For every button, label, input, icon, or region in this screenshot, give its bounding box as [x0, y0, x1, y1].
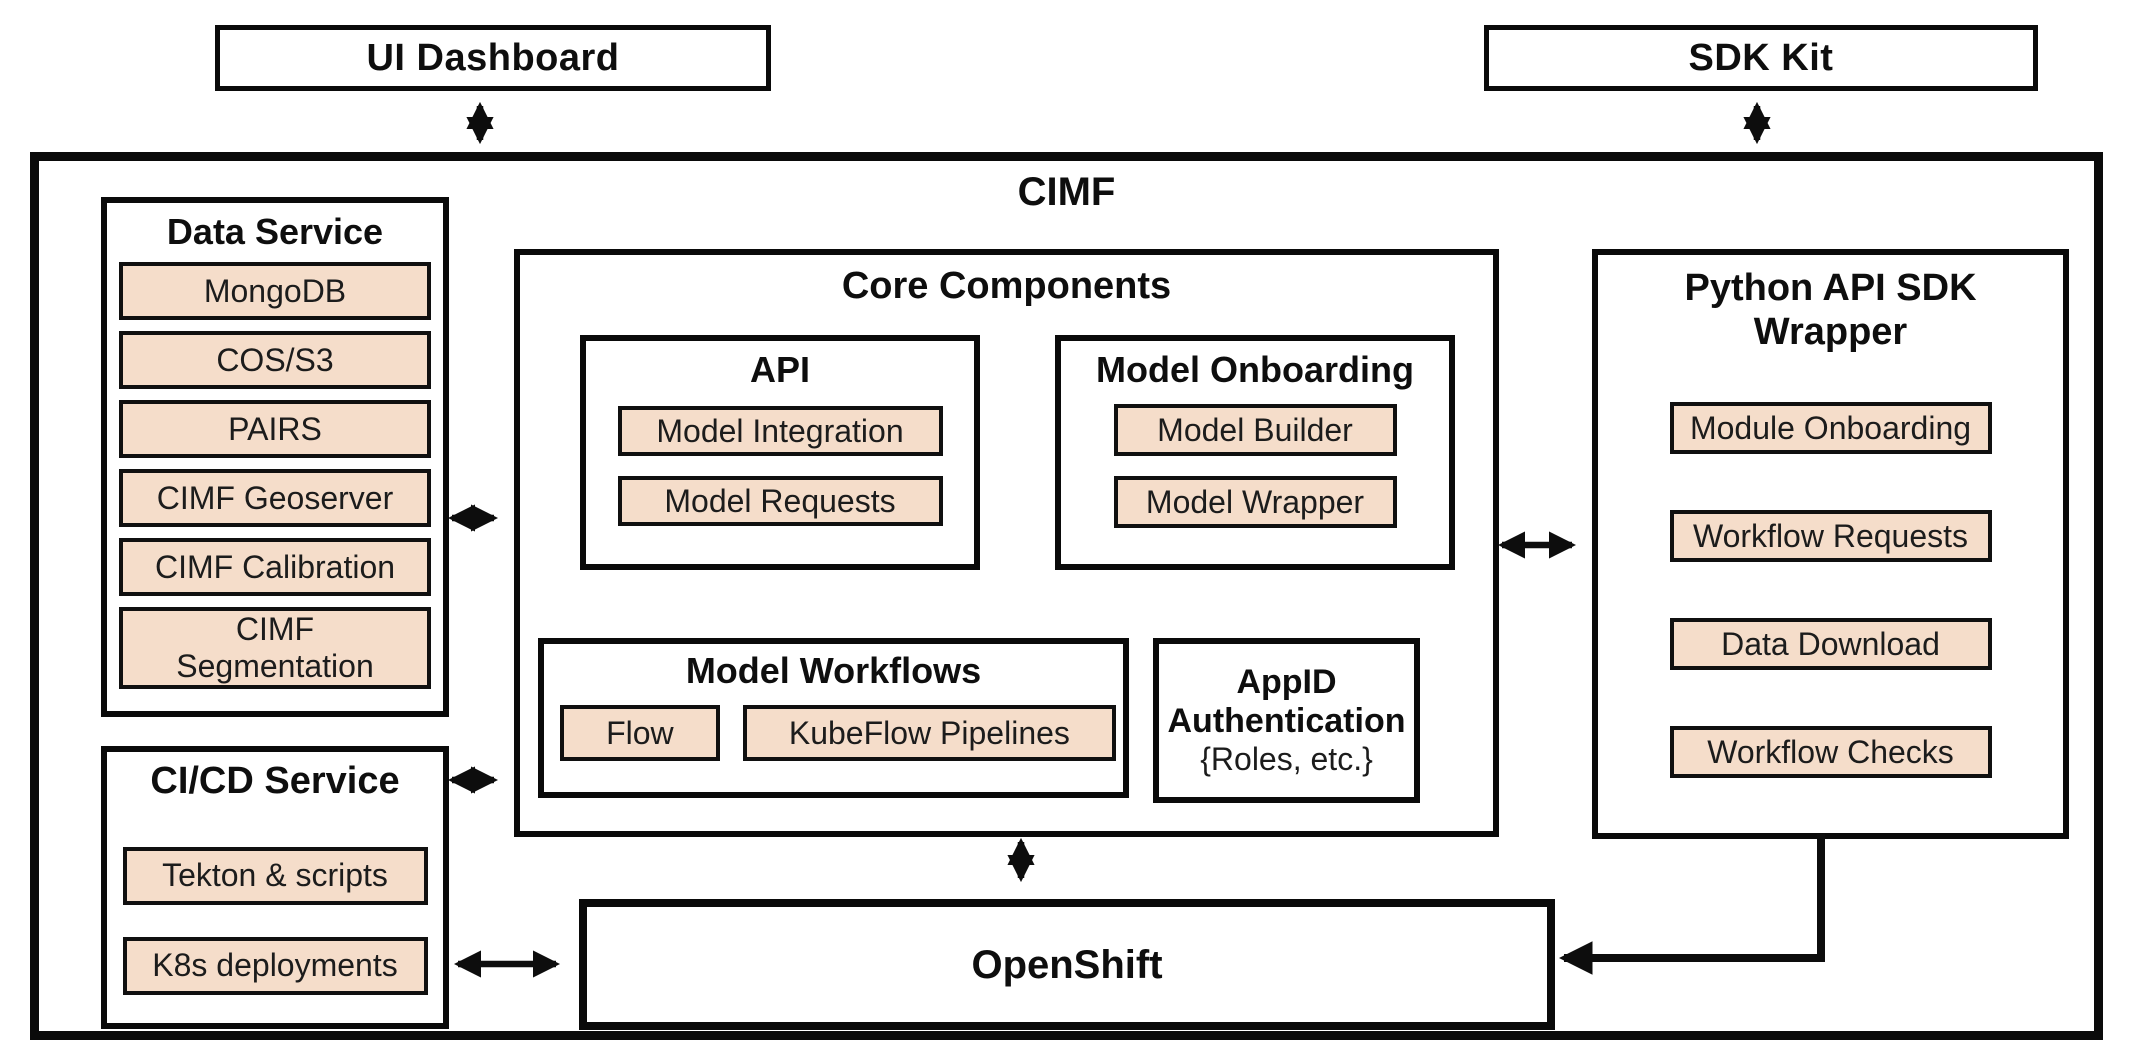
- cicd-service-title: CI/CD Service: [150, 760, 400, 802]
- python-sdk-wrapper-title: Python API SDK Wrapper: [1684, 267, 1977, 353]
- component-chip: Model Requests: [617, 476, 943, 527]
- data-service-title: Data Service: [166, 211, 384, 252]
- openshift-title: OpenShift: [971, 942, 1163, 987]
- appid-subtitle: {Roles, etc.}: [1200, 741, 1373, 778]
- model-workflows-title: Model Workflows: [685, 650, 982, 691]
- component-chip: CIMF Calibration: [119, 538, 431, 597]
- component-chip: Model Wrapper: [1113, 476, 1397, 529]
- core-components-title: Core Components: [841, 265, 1172, 307]
- component-chip: K8s deployments: [122, 936, 428, 995]
- component-chip: COS/S3: [119, 331, 431, 390]
- component-chip: Data Download: [1669, 618, 1992, 671]
- model-workflows-box: Model Workflows Flow KubeFlow Pipelines: [538, 638, 1129, 798]
- sdk-kit-label: SDK Kit: [1688, 36, 1834, 79]
- cimf-title: CIMF: [1017, 170, 1116, 214]
- component-chip: Tekton & scripts: [122, 846, 428, 905]
- component-chip: CIMF Geoserver: [119, 469, 431, 528]
- ui-dashboard-box: UI Dashboard: [215, 25, 771, 91]
- component-chip: Module Onboarding: [1669, 402, 1992, 455]
- appid-authentication-box: AppID Authentication {Roles, etc.}: [1153, 638, 1420, 803]
- openshift-box: OpenShift: [579, 899, 1555, 1030]
- python-sdk-wrapper-box: Python API SDK Wrapper Module Onboarding…: [1592, 249, 2069, 839]
- appid-title: AppID Authentication: [1167, 662, 1406, 740]
- component-chip: MongoDB: [119, 262, 431, 321]
- sdk-kit-box: SDK Kit: [1484, 25, 2038, 91]
- component-chip: Model Builder: [1113, 404, 1397, 457]
- component-chip: Model Integration: [617, 406, 943, 457]
- ui-dashboard-label: UI Dashboard: [366, 36, 620, 79]
- component-chip: Workflow Requests: [1669, 510, 1992, 563]
- component-chip: KubeFlow Pipelines: [742, 705, 1117, 762]
- component-chip: CIMF Segmentation: [119, 607, 431, 689]
- component-chip: Flow: [560, 705, 720, 762]
- component-chip: Workflow Checks: [1669, 726, 1992, 779]
- component-chip: PAIRS: [119, 400, 431, 459]
- model-workflows-chip-list: Flow KubeFlow Pipelines: [560, 705, 1117, 762]
- api-title: API: [749, 349, 810, 390]
- model-onboarding-title: Model Onboarding: [1096, 349, 1414, 390]
